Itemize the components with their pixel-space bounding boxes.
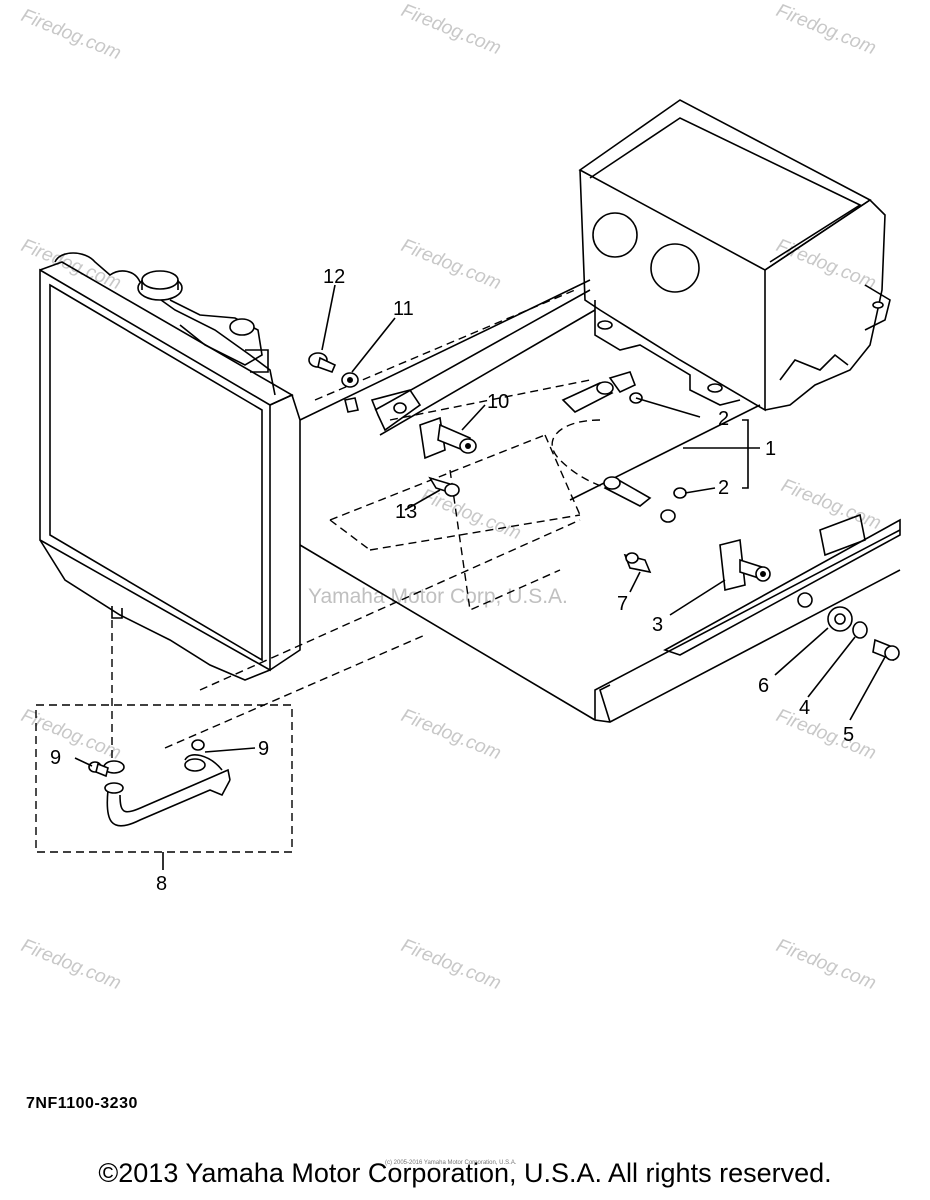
watermark-layer: Firedog.com Firedog.com Firedog.com Fire… bbox=[18, 0, 884, 994]
watermark: Firedog.com bbox=[18, 5, 124, 64]
leader-lines bbox=[74, 284, 886, 870]
watermark: Firedog.com bbox=[773, 235, 879, 294]
callout-12: 12 bbox=[323, 266, 345, 288]
callout-9-left: 9 bbox=[50, 747, 61, 769]
watermark: Firedog.com bbox=[18, 235, 124, 294]
watermark: Firedog.com bbox=[773, 0, 879, 59]
callout-13: 13 bbox=[395, 501, 417, 523]
callout-2-upper: 2 bbox=[718, 408, 729, 430]
watermark: Firedog.com bbox=[18, 935, 124, 994]
diagram-code: 7NF1100-3230 bbox=[26, 1095, 138, 1112]
callout-3: 3 bbox=[652, 614, 663, 636]
watermark: Firedog.com bbox=[398, 235, 504, 294]
callout-10: 10 bbox=[487, 391, 509, 413]
center-watermark: Yamaha Motor Corp, U.S.A. bbox=[308, 585, 568, 608]
radiator bbox=[39, 252, 301, 681]
watermark: Firedog.com bbox=[773, 705, 879, 764]
tiny-notice: (c) 2005-2016 Yamaha Motor Corporation, … bbox=[385, 1160, 517, 1166]
frame bbox=[299, 279, 901, 723]
watermark: Firedog.com bbox=[398, 705, 504, 764]
watermark: Firedog.com bbox=[18, 705, 124, 764]
callout-7: 7 bbox=[617, 593, 628, 615]
callout-11: 11 bbox=[393, 298, 414, 320]
watermark: Firedog.com bbox=[773, 935, 879, 994]
copyright-notice: ©2013 Yamaha Motor Corporation, U.S.A. A… bbox=[98, 1158, 832, 1188]
callout-5: 5 bbox=[843, 724, 854, 746]
hose-parts bbox=[103, 381, 652, 827]
callouts: 12 11 10 13 2 1 2 7 3 6 4 5 9 9 8 bbox=[50, 266, 854, 895]
callout-6: 6 bbox=[758, 675, 769, 697]
callout-8: 8 bbox=[156, 873, 167, 895]
callout-9-right: 9 bbox=[258, 738, 269, 760]
hardware-parts bbox=[88, 352, 900, 778]
dashed-regions bbox=[35, 289, 611, 853]
watermark: Firedog.com bbox=[398, 935, 504, 994]
callout-2-lower: 2 bbox=[718, 477, 729, 499]
watermark: Firedog.com bbox=[398, 0, 504, 59]
engine-block bbox=[578, 99, 891, 412]
callout-4: 4 bbox=[799, 697, 810, 719]
callout-1: 1 bbox=[765, 438, 776, 460]
